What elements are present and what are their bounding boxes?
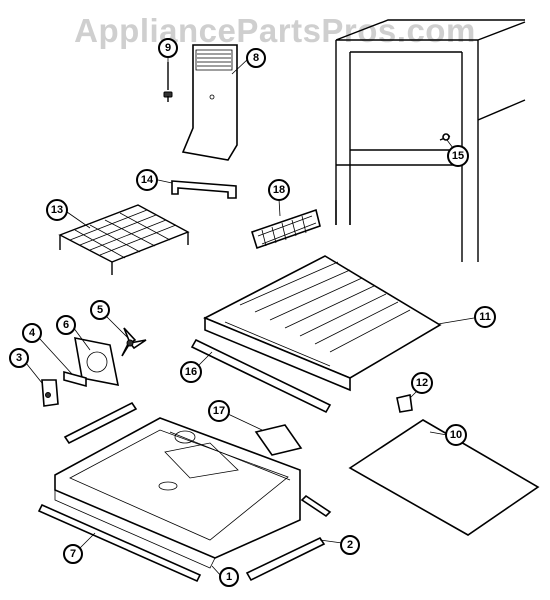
svg-text:15: 15 <box>452 150 464 162</box>
callout-4: 4 <box>22 323 42 343</box>
small-cover-part <box>254 424 303 456</box>
cabinet-screw-part <box>439 133 451 141</box>
fan-blade-part <box>121 327 147 357</box>
svg-text:5: 5 <box>97 304 103 316</box>
callout-10: 10 <box>445 424 467 446</box>
callout-8: 8 <box>246 48 266 68</box>
svg-text:16: 16 <box>185 366 197 378</box>
svg-text:6: 6 <box>63 319 69 331</box>
air-duct-part <box>181 44 238 161</box>
trim-strip-part <box>190 338 332 414</box>
callout-9: 9 <box>158 38 178 58</box>
svg-text:17: 17 <box>213 405 225 417</box>
svg-text:12: 12 <box>416 377 428 389</box>
screw-part <box>163 62 173 102</box>
callout-1: 1 <box>219 567 239 587</box>
front-trim-part <box>37 503 202 583</box>
callout-2: 2 <box>340 535 360 555</box>
svg-text:2: 2 <box>347 539 353 551</box>
callout-6: 6 <box>56 315 76 335</box>
svg-text:9: 9 <box>165 42 171 54</box>
callout-17: 17 <box>208 400 230 422</box>
watermark-text: AppliancePartsPros.com <box>74 12 476 49</box>
leader-lines <box>25 57 475 578</box>
rear-trim-part <box>63 401 138 445</box>
freezer-shelf-part <box>203 255 442 392</box>
glass-panel-part <box>348 419 540 536</box>
side-trim-part <box>245 494 332 582</box>
svg-text:11: 11 <box>479 311 491 323</box>
divider-base-part <box>54 417 301 569</box>
callout-18: 18 <box>268 179 290 201</box>
callout-12: 12 <box>411 372 433 394</box>
motor-part <box>41 379 59 407</box>
fan-shroud-part <box>74 336 120 387</box>
handle-bar-part <box>171 180 237 199</box>
svg-text:4: 4 <box>29 327 36 339</box>
svg-text:10: 10 <box>450 429 462 441</box>
svg-text:7: 7 <box>70 548 76 560</box>
callout-13: 13 <box>46 199 68 221</box>
svg-text:18: 18 <box>273 184 285 196</box>
callout-7: 7 <box>63 544 83 564</box>
callout-3: 3 <box>9 348 29 368</box>
callout-16: 16 <box>180 361 202 383</box>
bracket-part <box>63 370 87 388</box>
svg-text:3: 3 <box>16 352 22 364</box>
callout-11: 11 <box>474 306 496 328</box>
svg-text:13: 13 <box>51 204 63 216</box>
wire-shelf-part <box>58 204 190 275</box>
callout-5: 5 <box>90 300 110 320</box>
cabinet-part <box>335 19 526 262</box>
svg-text:8: 8 <box>253 52 259 64</box>
clip-part <box>396 394 413 413</box>
callout-15: 15 <box>447 145 469 167</box>
ice-tray-part <box>251 208 321 250</box>
svg-text:1: 1 <box>226 571 232 583</box>
svg-text:14: 14 <box>141 174 154 186</box>
callout-14: 14 <box>136 169 158 191</box>
